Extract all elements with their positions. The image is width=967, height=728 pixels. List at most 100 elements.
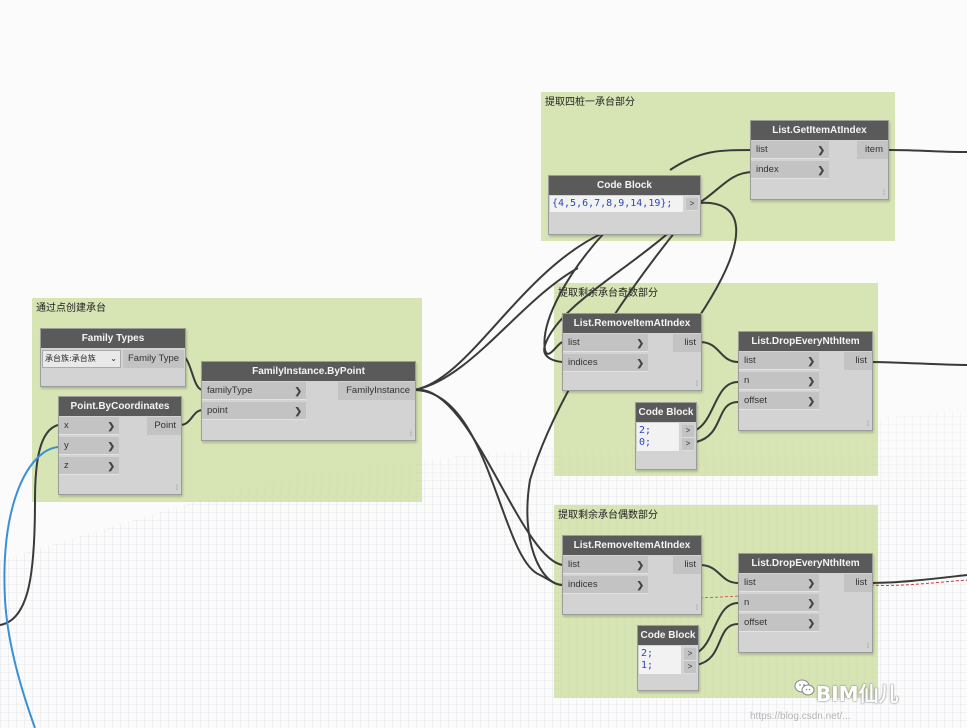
input-port-n[interactable]: n❯: [739, 372, 819, 390]
arrow-icon: ❯: [807, 396, 815, 406]
resize-grip-icon[interactable]: ⁞: [867, 643, 869, 650]
arrow-icon: ❯: [636, 580, 644, 590]
dropdown-value: 承台族:承台族: [45, 354, 96, 363]
resize-grip-icon[interactable]: ⁞: [696, 381, 698, 388]
output-port[interactable]: >: [684, 648, 696, 661]
node-list-dropeverynthitem-even[interactable]: List.DropEveryNthItem list❯ n❯ offset❯ l…: [738, 553, 873, 653]
output-port-list[interactable]: list: [673, 334, 701, 352]
node-title: List.GetItemAtIndex: [751, 121, 888, 140]
output-port-list[interactable]: list: [844, 352, 872, 370]
input-port-y[interactable]: y❯: [59, 437, 119, 455]
wire: [886, 149, 967, 153]
node-title: List.RemoveItemAtIndex: [563, 536, 701, 555]
input-port-n[interactable]: n❯: [739, 594, 819, 612]
node-list-removeitematindex-even[interactable]: List.RemoveItemAtIndex list❯ indices❯ li…: [562, 535, 702, 615]
input-port-index[interactable]: index❯: [751, 161, 829, 179]
wire: [870, 361, 967, 366]
node-title: List.RemoveItemAtIndex: [563, 314, 701, 333]
resize-grip-icon[interactable]: ⁞: [883, 190, 885, 197]
node-title: Code Block: [638, 626, 698, 645]
wire: [698, 171, 754, 204]
input-port-list[interactable]: list❯: [563, 334, 648, 352]
watermark-url: https://blog.csdn.net/...: [750, 711, 851, 722]
code-editor[interactable]: 2; 0;: [637, 423, 679, 451]
wire: [0, 424, 59, 626]
input-port-offset[interactable]: offset❯: [739, 614, 819, 632]
output-port[interactable]: >: [682, 425, 694, 438]
family-type-dropdown[interactable]: 承台族:承台族 ⌄: [42, 350, 121, 368]
input-port-x[interactable]: x❯: [59, 417, 119, 435]
node-familyinstance-bypoint[interactable]: FamilyInstance.ByPoint familyType❯ point…: [201, 361, 416, 441]
node-point-by-coordinates[interactable]: Point.ByCoordinates x❯ y❯ z❯ Point ⁞: [58, 396, 182, 495]
arrow-icon: ❯: [107, 441, 115, 451]
input-port-list[interactable]: list❯: [739, 574, 819, 592]
arrow-icon: ❯: [807, 618, 815, 628]
arrow-icon: ❯: [807, 578, 815, 588]
resize-grip-icon[interactable]: ⁞: [410, 431, 412, 438]
node-title: List.DropEveryNthItem: [739, 332, 872, 351]
output-port-family-type[interactable]: Family Type: [123, 350, 184, 368]
wire-blue: [3, 446, 59, 728]
wire-red: [699, 595, 741, 599]
node-title: Point.ByCoordinates: [59, 397, 181, 416]
node-title: Code Block: [549, 176, 700, 195]
output-port-point[interactable]: Point: [147, 417, 181, 435]
node-code-block-odd[interactable]: Code Block 2; 0; > >: [635, 402, 697, 470]
code-editor[interactable]: 2; 1;: [639, 646, 681, 674]
group-title: 提取四桩一承台部分: [545, 97, 635, 108]
resize-grip-icon[interactable]: ⁞: [696, 605, 698, 612]
input-port-familytype[interactable]: familyType❯: [202, 382, 306, 400]
input-port-indices[interactable]: indices❯: [563, 354, 648, 372]
arrow-icon: ❯: [636, 358, 644, 368]
input-port-z[interactable]: z❯: [59, 457, 119, 475]
resize-grip-icon[interactable]: ⁞: [867, 421, 869, 428]
arrow-icon: ❯: [107, 461, 115, 471]
chevron-down-icon: ⌄: [110, 354, 117, 363]
output-port[interactable]: >: [682, 438, 694, 451]
input-port-offset[interactable]: offset❯: [739, 392, 819, 410]
group-title: 提取剩余承台奇数部分: [558, 288, 658, 299]
wire: [695, 401, 739, 443]
wire: [526, 202, 700, 586]
arrow-icon: ❯: [107, 421, 115, 431]
watermark-brand: BIM仙儿: [816, 682, 899, 706]
arrow-icon: ❯: [636, 338, 644, 348]
resize-grip-icon[interactable]: ⁞: [176, 485, 178, 492]
node-code-block-even[interactable]: Code Block 2; 1; > >: [637, 625, 699, 691]
input-port-list[interactable]: list❯: [751, 141, 829, 159]
arrow-icon: ❯: [294, 406, 302, 416]
node-title: FamilyInstance.ByPoint: [202, 362, 415, 381]
output-port[interactable]: >: [684, 661, 696, 674]
code-editor[interactable]: {4,5,6,7,8,9,14,19};: [550, 196, 683, 212]
wire: [699, 564, 739, 584]
arrow-icon: ❯: [807, 376, 815, 386]
output-port-list[interactable]: list: [844, 574, 872, 592]
output-port-list[interactable]: list: [673, 556, 701, 574]
output-port-familyinstance[interactable]: FamilyInstance: [338, 382, 415, 400]
wire: [543, 231, 606, 355]
output-port-item[interactable]: item: [857, 141, 888, 159]
wire: [413, 231, 606, 391]
output-port[interactable]: >: [686, 198, 698, 211]
node-code-block-indices[interactable]: Code Block {4,5,6,7,8,9,14,19}; >: [548, 175, 701, 235]
arrow-icon: ❯: [817, 165, 825, 175]
wire: [413, 267, 579, 391]
input-port-list[interactable]: list❯: [739, 352, 819, 370]
node-list-removeitematindex-odd[interactable]: List.RemoveItemAtIndex list❯ indices❯ li…: [562, 313, 702, 391]
input-port-indices[interactable]: indices❯: [563, 576, 648, 594]
wire: [179, 409, 204, 426]
wire-red: [870, 579, 967, 586]
input-port-point[interactable]: point❯: [202, 402, 306, 420]
wire: [543, 202, 700, 363]
node-list-dropeverynthitem-odd[interactable]: List.DropEveryNthItem list❯ n❯ offset❯ l…: [738, 331, 873, 431]
wechat-icon: [794, 679, 815, 696]
arrow-icon: ❯: [817, 145, 825, 155]
wire: [870, 574, 967, 584]
node-family-types[interactable]: Family Types 承台族:承台族 ⌄ Family Type: [40, 328, 186, 387]
input-port-list[interactable]: list❯: [563, 556, 648, 574]
node-list-getitematindex[interactable]: List.GetItemAtIndex list❯ index❯ item ⁞: [750, 120, 889, 200]
wire: [413, 389, 564, 586]
wire: [695, 623, 739, 666]
